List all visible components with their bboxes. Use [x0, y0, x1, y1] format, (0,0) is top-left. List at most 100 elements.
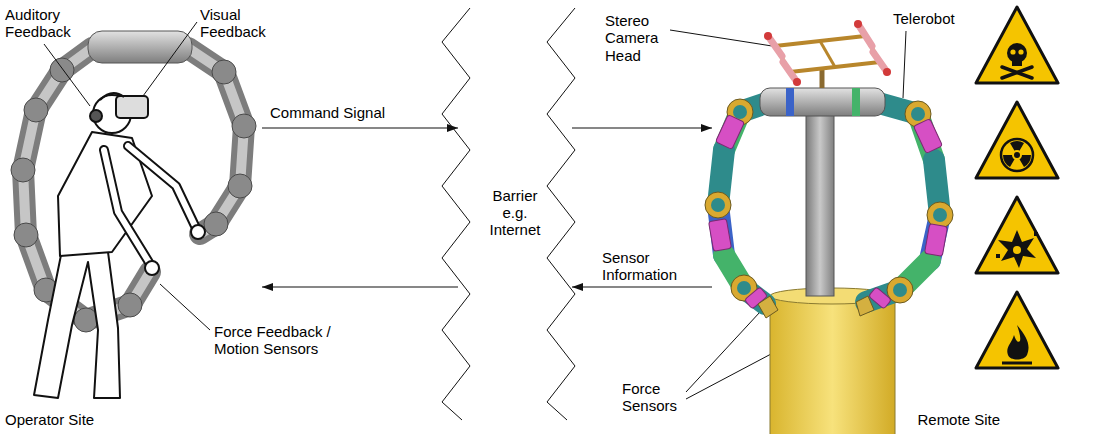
site-caption: Operator Site: [5, 411, 94, 428]
hazard-toxic: [1002, 67, 1032, 78]
site-caption: Remote Site: [917, 411, 1000, 428]
operator-figure: [90, 110, 102, 122]
telerobot: [705, 99, 953, 303]
exoskeleton: [11, 158, 35, 182]
telerobot: [820, 68, 825, 88]
hazard-radiation: [976, 102, 1058, 178]
hazard-radiation: [1014, 152, 1020, 158]
signal-label: Command Signal: [268, 104, 387, 121]
exoskeleton: [232, 114, 256, 138]
telerobot: [758, 296, 874, 318]
operator-figure: [191, 225, 205, 239]
hazard-explosive: [998, 230, 1036, 268]
leader-line: [143, 22, 197, 96]
telerobot: [770, 296, 895, 434]
telerobot: [768, 24, 887, 82]
telerobot: [775, 36, 880, 72]
exoskeleton: [228, 174, 252, 198]
hazard-explosive: [1013, 246, 1021, 254]
exoskeleton: [14, 223, 38, 247]
telerobot: [705, 192, 731, 218]
telerobot: [856, 296, 874, 316]
hazard-toxic: [1018, 49, 1023, 54]
telerobot: [786, 88, 794, 116]
hazard-radiation: [1001, 139, 1033, 171]
hazard-flammable: [976, 292, 1058, 368]
hazard-toxic: [1012, 59, 1022, 66]
telerobot: [793, 78, 801, 86]
hazard-flammable: [1007, 325, 1028, 360]
telerobot: [711, 105, 947, 297]
hazard-radiation: [976, 102, 1058, 178]
exoskeleton: [11, 58, 256, 332]
callout-label: Force Feedback / Motion Sensors: [214, 323, 349, 358]
operator-figure: [104, 150, 150, 264]
telerobot: [737, 281, 751, 295]
exoskeleton: [188, 48, 244, 234]
signal-arrow: [262, 286, 458, 287]
signal-arrow: [262, 127, 458, 128]
telerobot: [914, 119, 943, 154]
operator-figure: [145, 261, 159, 275]
operator-figure: [116, 96, 148, 118]
operator-figure: [34, 250, 120, 398]
telerobot: [893, 283, 907, 297]
barrier-zigzag: [442, 8, 575, 420]
telerobot: [764, 32, 772, 40]
telerobot: [709, 219, 732, 252]
operator-figure: [100, 93, 124, 100]
barrier-region: Barrier e.g. Internet: [458, 10, 572, 415]
telerobot: [709, 115, 948, 309]
exoskeleton: [11, 31, 256, 332]
barrier-zigzag: [547, 8, 575, 420]
signal-arrow: [572, 286, 712, 287]
exoskeleton: [118, 293, 142, 317]
telerobot: [887, 277, 913, 303]
exoskeleton: [204, 212, 228, 236]
exoskeleton: [88, 31, 192, 63]
callout-label: Stereo Camera Head: [605, 12, 667, 64]
signal-arrow: [572, 127, 712, 128]
telerobot: [883, 68, 891, 76]
telerobot: [806, 114, 834, 296]
callout-label: Visual Feedback: [200, 6, 280, 41]
hazard-toxic: [976, 7, 1058, 83]
leader-line: [44, 44, 90, 106]
exoskeleton: [50, 58, 74, 82]
telerobot: [705, 20, 953, 434]
telerobot: [716, 115, 745, 150]
operator-figure: [128, 146, 196, 228]
telerobot: [718, 100, 940, 304]
telerobot: [933, 208, 947, 222]
telerobot: [758, 296, 778, 318]
leader-line: [670, 30, 772, 46]
hazard-explosive: [996, 254, 1000, 258]
remote-site: Remote Site: [712, 0, 1012, 434]
operator-figure: [34, 93, 205, 398]
signal-label: Sensor Information: [600, 249, 694, 284]
hazard-toxic: [1002, 67, 1032, 78]
callout-label: Auditory Feedback: [5, 6, 85, 41]
operator-figure: [104, 150, 150, 264]
telerobot: [820, 41, 835, 67]
telerobot: [711, 198, 725, 212]
exoskeleton: [188, 48, 244, 234]
leader-line: [903, 31, 906, 98]
leader-line: [686, 312, 760, 392]
hazard-explosive: [976, 197, 1058, 273]
operator-figure: [128, 146, 196, 228]
operator-site: Operator Site: [0, 0, 262, 434]
hazard-explosive: [1034, 232, 1038, 236]
telerobot: [852, 88, 860, 116]
callout-label: Telerobot: [893, 10, 955, 27]
telerobot: [925, 224, 948, 257]
telerobot: [854, 20, 862, 28]
exoskeleton: [24, 98, 48, 122]
telerobot: [764, 20, 891, 86]
hazard-toxic: [976, 7, 1058, 83]
hazard-flammable: [976, 292, 1058, 368]
